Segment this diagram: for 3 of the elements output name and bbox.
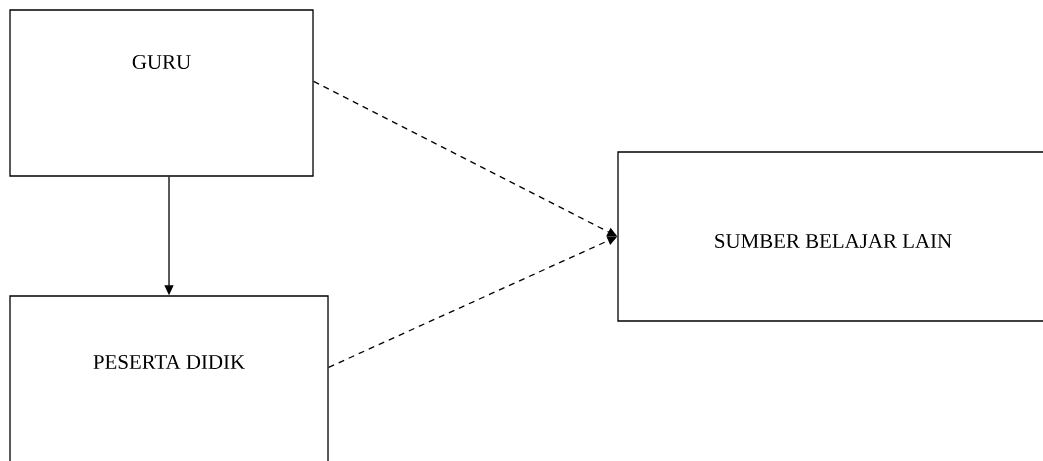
process-box: GURU <box>9 9 314 177</box>
process-box: SUMBER BELAJAR LAIN <box>617 151 1043 322</box>
process-box: PESERTA DIDIK <box>9 295 329 461</box>
